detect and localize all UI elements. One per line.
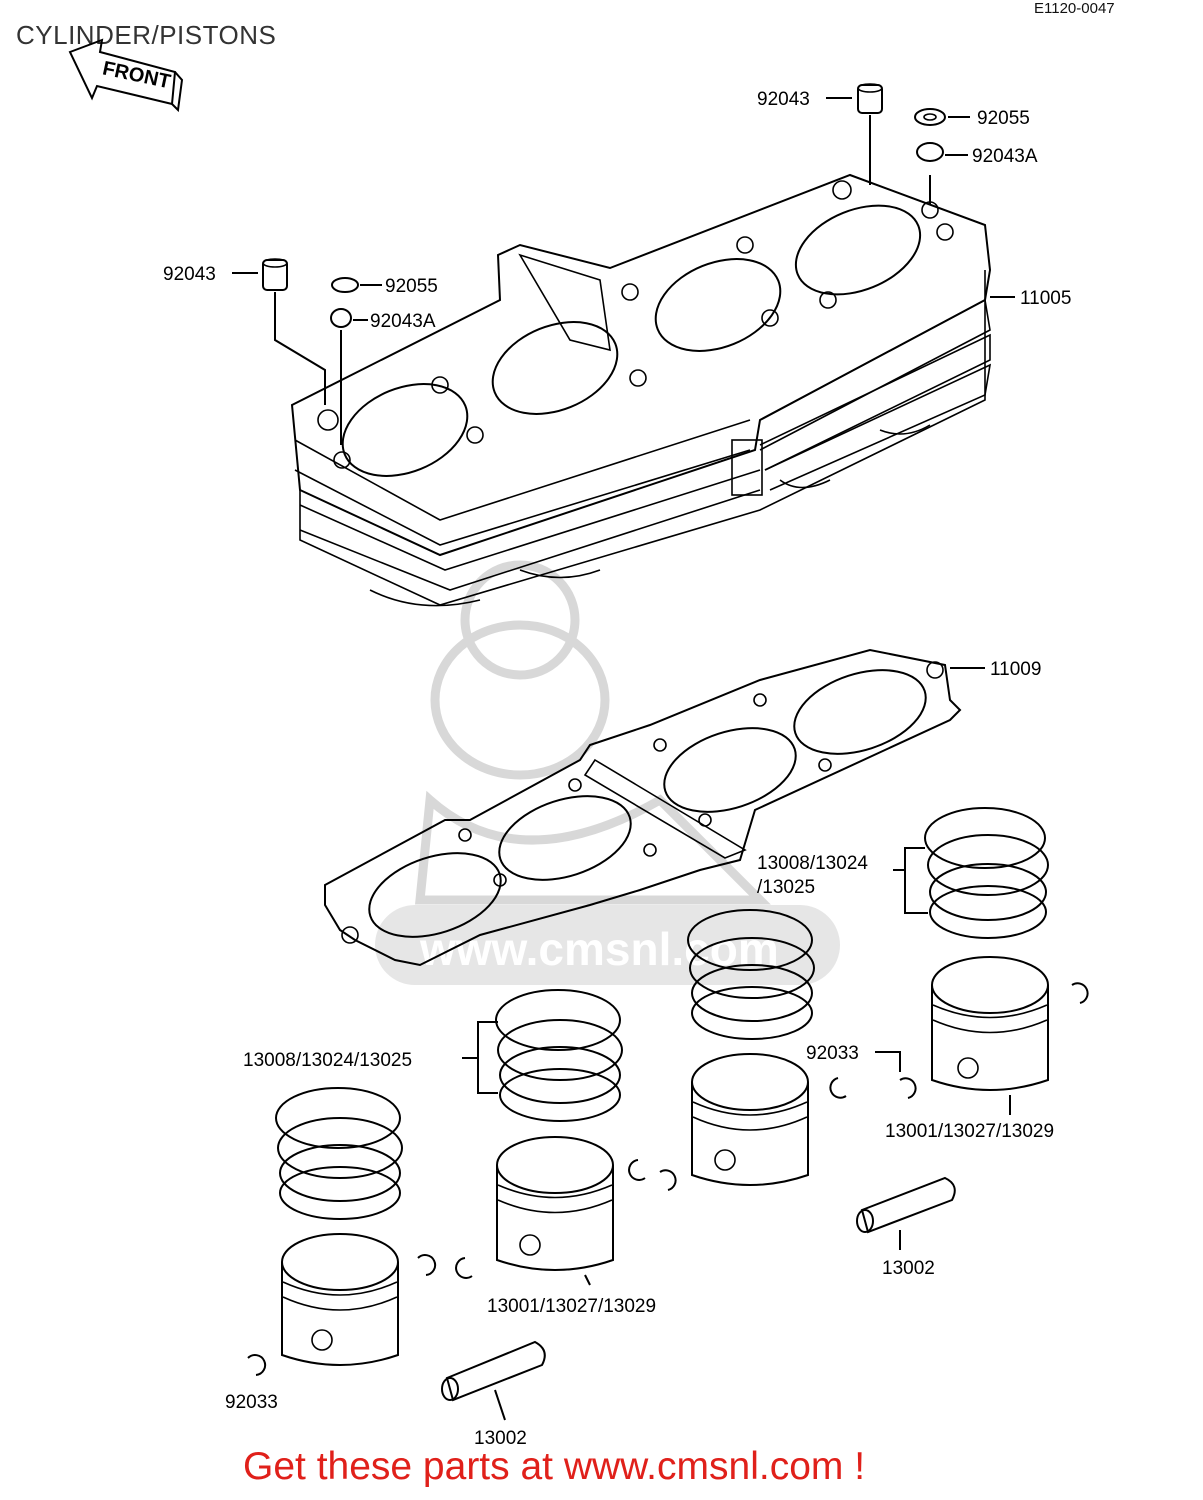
dowel-right-part bbox=[826, 83, 883, 185]
callout-pin-right: 13002 bbox=[882, 1258, 935, 1279]
callout-rings-right-2: /13025 bbox=[757, 877, 815, 898]
footer-link-text[interactable]: Get these parts at www.cmsnl.com ! bbox=[243, 1445, 866, 1488]
callout-rings-right: 13008/13024 bbox=[757, 853, 868, 874]
cylinder-block bbox=[290, 173, 992, 607]
dowel-a-left-part bbox=[330, 308, 368, 445]
watermark-logo: www.cmsnl.com bbox=[375, 560, 840, 985]
page-title: CYLINDER/PISTONS bbox=[16, 20, 277, 50]
callout-dowel-left: 92043 bbox=[163, 264, 216, 285]
piston-rings-left-lower bbox=[275, 1087, 403, 1220]
head-gasket bbox=[324, 648, 985, 967]
callout-piston-left: 13001/13027/13029 bbox=[487, 1296, 656, 1317]
oring-left-part bbox=[331, 277, 382, 293]
piston-pin-right bbox=[856, 1176, 956, 1250]
callout-cylinder: 11005 bbox=[1020, 288, 1071, 309]
oring-right-part bbox=[914, 108, 970, 126]
piston-left-upper bbox=[496, 1136, 614, 1286]
callout-gasket: 11009 bbox=[990, 659, 1041, 680]
callout-dowel-a-left: 92043A bbox=[370, 311, 436, 332]
circlips bbox=[247, 982, 1089, 1376]
piston-rings-right bbox=[893, 807, 1049, 939]
callout-pin-bottom: 13002 bbox=[474, 1428, 527, 1449]
dowel-left-part bbox=[232, 258, 326, 405]
front-label: FRONT bbox=[101, 57, 173, 93]
piston-middle bbox=[691, 1053, 809, 1186]
piston-pin-bottom bbox=[441, 1340, 546, 1421]
piston-right bbox=[931, 956, 1049, 1115]
front-arrow: FRONT bbox=[68, 38, 184, 113]
callout-oring-right: 92055 bbox=[977, 108, 1030, 129]
piston-rings-left-upper bbox=[462, 989, 623, 1122]
callout-circlip-mid: 92033 bbox=[806, 1043, 859, 1064]
piston-left-lower bbox=[281, 1233, 399, 1366]
callout-oring-left: 92055 bbox=[385, 276, 438, 297]
diagram-code: E1120-0047 bbox=[1034, 0, 1115, 17]
callout-piston-right: 13001/13027/13029 bbox=[885, 1121, 1054, 1142]
callout-rings-left: 13008/13024/13025 bbox=[243, 1050, 412, 1071]
callout-dowel-a-right: 92043A bbox=[972, 146, 1038, 167]
callout-dowel-right: 92043 bbox=[757, 89, 810, 110]
piston-rings-middle bbox=[687, 909, 815, 1040]
callout-circlip-bottom: 92033 bbox=[225, 1392, 278, 1413]
dowel-a-right-part bbox=[916, 142, 968, 205]
